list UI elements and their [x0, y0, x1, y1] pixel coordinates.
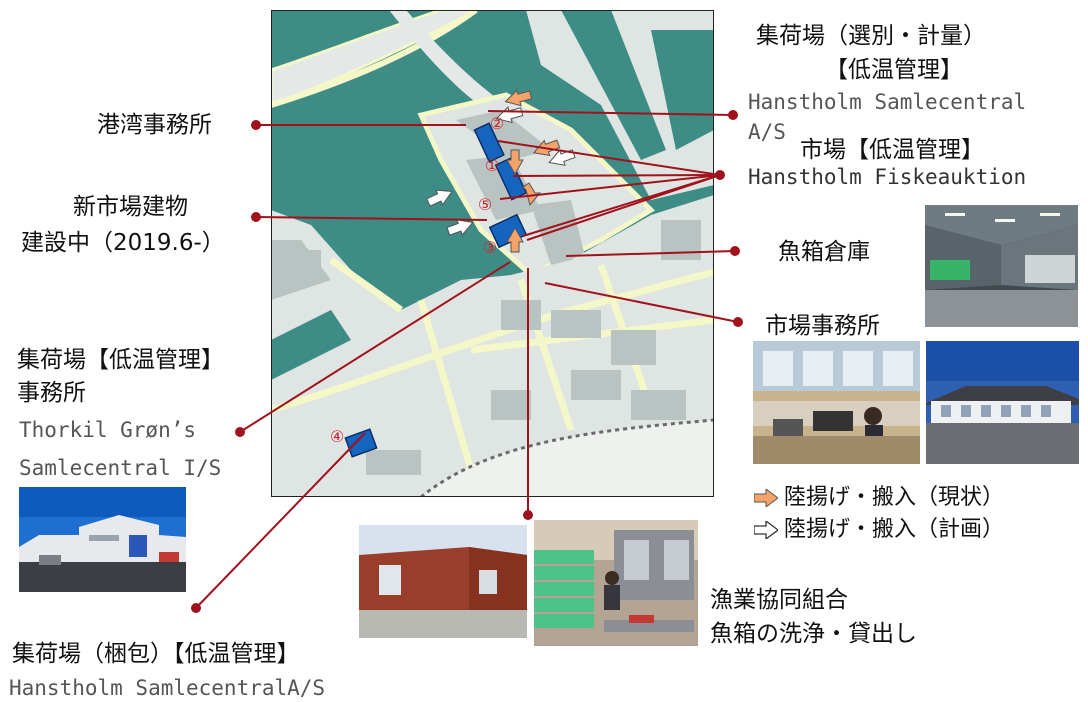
orange-arrow-icon	[522, 182, 542, 207]
fishbox-warehouse-label: 魚箱倉庫	[778, 239, 870, 265]
collect-office-label: 事務所	[17, 380, 86, 406]
port-office-label: 港湾事務所	[97, 112, 212, 138]
coop-label: 漁業協同組合	[710, 587, 848, 613]
marker-2: ②	[490, 114, 504, 133]
photo-market-office-interior	[753, 341, 920, 464]
photo-coop-building	[359, 525, 527, 638]
white-arrow-icon	[548, 149, 576, 166]
orange-arrow-icon	[506, 226, 524, 253]
sorting-title: 集荷場（選別・計量）	[756, 23, 986, 49]
legend-current-text: 陸揚げ・搬入（現状）	[784, 485, 1005, 510]
new-market-label: 新市場建物	[73, 194, 188, 220]
fiskeauktion-name: Hanstholm Fiskeauktion	[748, 165, 1027, 189]
marker-5: ⑤	[478, 195, 492, 214]
photo-fishbox-washing	[534, 520, 698, 646]
packing-title: 集荷場（梱包）【低温管理】	[12, 641, 300, 667]
market-cold-label: 市場【低温管理】	[800, 137, 984, 163]
new-market-construction-label: 建設中（2019.6-）	[21, 230, 225, 256]
legend-planned-text: 陸揚げ・搬入（計画）	[784, 517, 1005, 542]
orange-arrow-icon	[504, 89, 533, 107]
marker-1: ①	[485, 156, 499, 175]
marker-3: ③	[483, 238, 497, 257]
white-arrow-icon	[426, 189, 453, 207]
legend-planned: 陸揚げ・搬入（計画）	[754, 516, 1004, 544]
white-arrow-icon	[754, 521, 778, 539]
photo-thorkil-building	[19, 487, 186, 592]
collect-cold-label: 集荷場【低温管理】	[17, 347, 224, 373]
photo-warehouse-interior	[925, 205, 1078, 327]
marker-4: ④	[330, 427, 344, 446]
orange-arrow-icon	[754, 489, 778, 507]
coop-service-label: 魚箱の洗浄・貸出し	[710, 621, 917, 647]
samlecentral-suffix: A/S	[748, 120, 786, 144]
white-arrow-icon	[446, 219, 474, 236]
packing-company: Hanstholm SamlecentralA/S	[9, 676, 326, 700]
legend-current: 陸揚げ・搬入（現状）	[754, 484, 1004, 512]
samlecentral-name: Hanstholm Samlecentral	[748, 90, 1027, 114]
photo-market-office-exterior	[926, 341, 1079, 464]
thorkil-name-2: Samlecentral I/S	[19, 456, 222, 480]
thorkil-name: Thorkil Grøn’s	[19, 418, 197, 442]
orange-arrow-icon	[506, 149, 524, 176]
sorting-cold: 【低温管理】	[825, 57, 963, 83]
market-office-label: 市場事務所	[765, 313, 880, 339]
